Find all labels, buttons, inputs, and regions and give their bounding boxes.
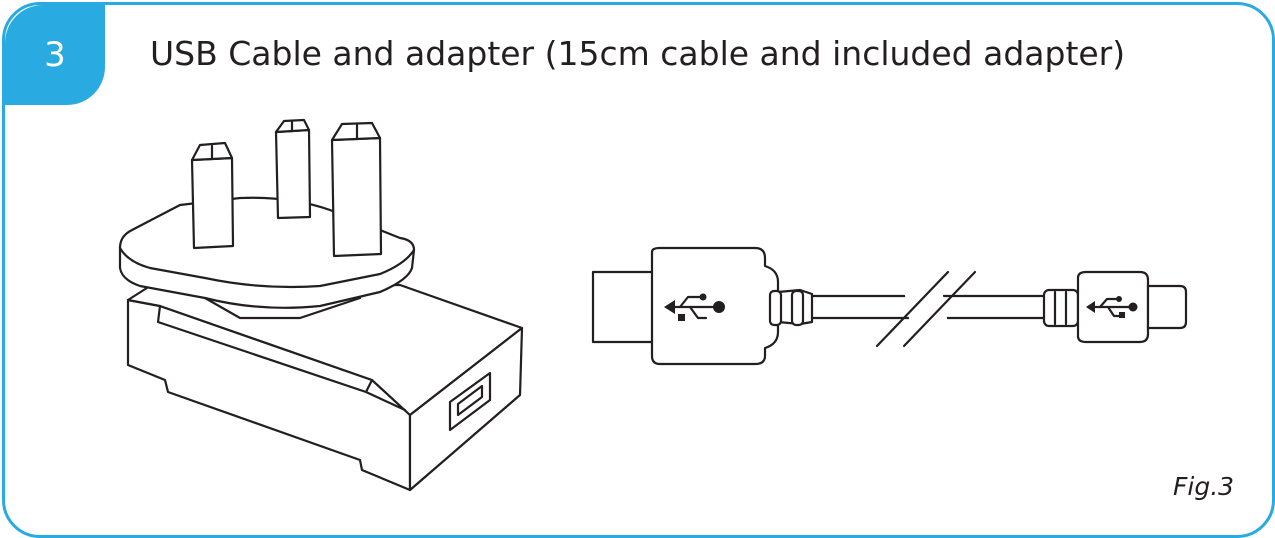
step-number-badge: 3 (5, 5, 105, 105)
usb-cable-illustration (591, 246, 1188, 366)
usb-symbol-icon (664, 293, 725, 321)
usb-symbol-icon (1086, 296, 1138, 318)
power-adapter-illustration (118, 118, 524, 492)
figure-label: Fig.3 (1173, 472, 1235, 501)
section-title: USB Cable and adapter (15cm cable and in… (150, 34, 1126, 73)
